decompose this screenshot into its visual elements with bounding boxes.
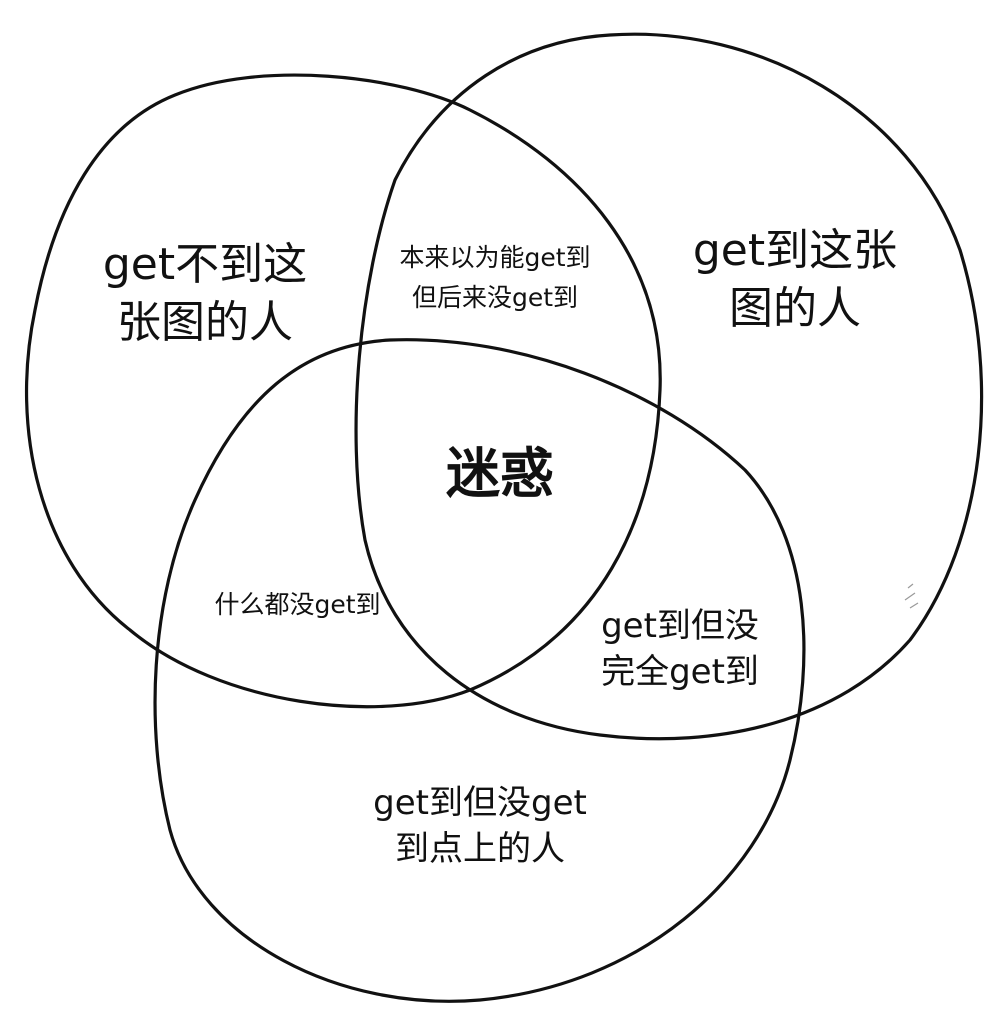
label-left-right-line1: 本来以为能get到: [399, 243, 591, 272]
label-right-only-line1: get到这张: [692, 225, 898, 276]
circle-bottom: [153, 338, 806, 1003]
circle-right: [354, 32, 984, 741]
label-bottom-only-line1: get到但没get: [373, 783, 587, 823]
label-right-only-line2: 图的人: [729, 283, 861, 334]
label-left-bottom-line1: 什么都没get到: [214, 590, 381, 619]
label-right-only: get到这张 图的人: [660, 222, 930, 338]
label-bottom-only-line2: 到点上的人: [395, 829, 565, 869]
label-left-only-line1: get不到这: [102, 239, 308, 290]
label-right-bottom-line2: 完全get到: [601, 652, 759, 692]
label-center: 迷惑: [446, 442, 554, 505]
label-left-bottom-overlap: 什么都没get到: [175, 585, 420, 625]
pencil-marks: [904, 583, 919, 609]
label-left-only: get不到这 张图的人: [70, 236, 340, 352]
label-left-right-overlap: 本来以为能get到 但后来没get到: [370, 238, 620, 318]
label-right-bottom-overlap: get到但没 完全get到: [570, 603, 790, 695]
label-bottom-only: get到但没get 到点上的人: [320, 780, 640, 872]
label-left-only-line2: 张图的人: [117, 297, 293, 348]
label-left-right-line2: 但后来没get到: [411, 283, 579, 312]
label-right-bottom-line1: get到但没: [601, 606, 759, 646]
